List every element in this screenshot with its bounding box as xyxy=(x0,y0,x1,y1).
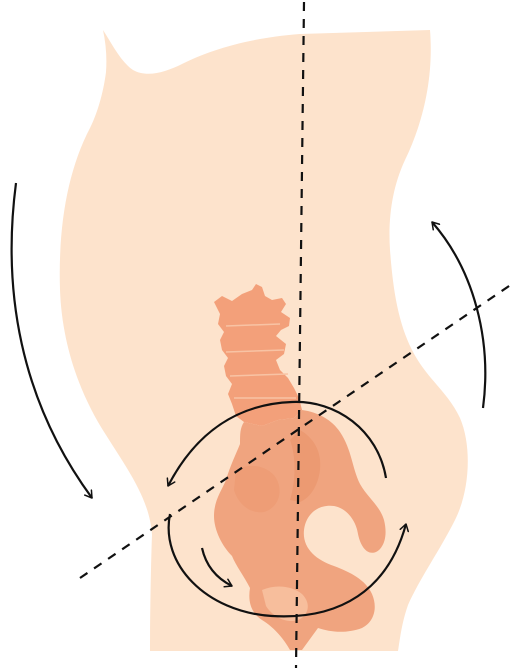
back-up-arrow xyxy=(432,222,485,408)
